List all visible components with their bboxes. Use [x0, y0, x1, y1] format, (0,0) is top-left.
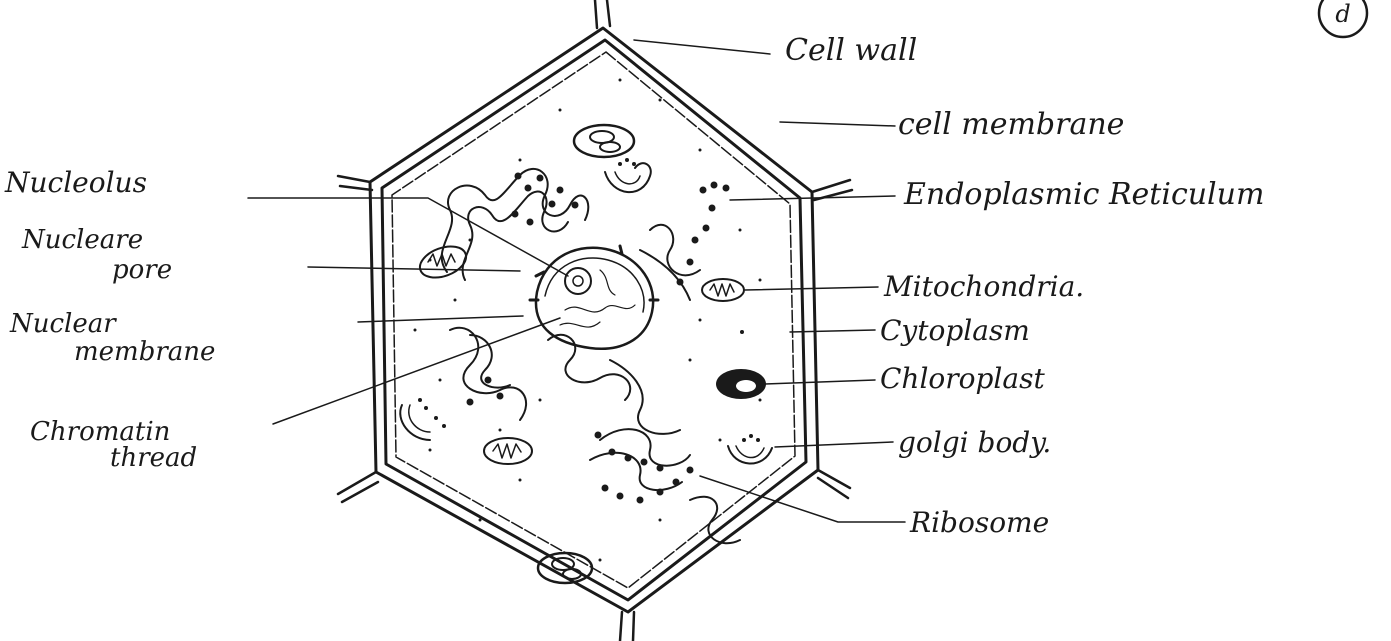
leader-mitochondria [745, 287, 878, 290]
label-golgi-body: golgi body. [898, 426, 1051, 459]
label-cell-wall: Cell wall [785, 33, 917, 68]
golgi-body [605, 158, 651, 192]
leader-golgi [775, 442, 893, 447]
mitochondrion [702, 279, 744, 301]
labels-left: Nucleolus Nucleare pore Nuclear membrane… [4, 166, 215, 473]
label-nuclear-membrane-line1: Nuclear [9, 309, 117, 339]
leader-cell-wall [634, 40, 770, 54]
leader-chloroplast [765, 380, 875, 384]
corner-mark-text: d [1335, 0, 1350, 28]
label-nucleolus: Nucleolus [4, 166, 147, 199]
label-ribosome: Ribosome [909, 506, 1049, 539]
chloroplasts [538, 125, 766, 583]
golgi-body [728, 434, 772, 464]
label-mitochondria: Mitochondria. [883, 270, 1084, 303]
label-cell-membrane: cell membrane [898, 107, 1124, 142]
chloroplast [716, 369, 766, 399]
leader-nuclear-pore [308, 267, 520, 271]
leader-chromatin [273, 318, 560, 424]
label-nuclear-pore-line2: pore [112, 255, 172, 285]
golgi-body [400, 398, 446, 440]
label-chromatin-line2: thread [110, 443, 197, 473]
leader-nucleolus [248, 198, 568, 276]
endoplasmic-reticulum [442, 169, 740, 543]
label-cytoplasm: Cytoplasm [880, 314, 1030, 347]
chloroplast [574, 125, 634, 157]
label-chloroplast: Chloroplast [880, 362, 1045, 395]
corner-mark: d [1319, 0, 1367, 37]
mitochondrion [484, 438, 532, 464]
label-nuclear-pore-line1: Nucleare [21, 225, 143, 255]
leader-cell-membrane [780, 122, 895, 126]
labels-right: Cell wall cell membrane Endoplasmic Reti… [785, 33, 1264, 539]
nucleolus [565, 268, 591, 294]
cytoplasm-speckles [414, 79, 762, 562]
label-endoplasmic-reticulum: Endoplasmic Reticulum [903, 177, 1264, 212]
label-nuclear-membrane-line2: membrane [74, 337, 215, 367]
nucleus [530, 246, 658, 349]
